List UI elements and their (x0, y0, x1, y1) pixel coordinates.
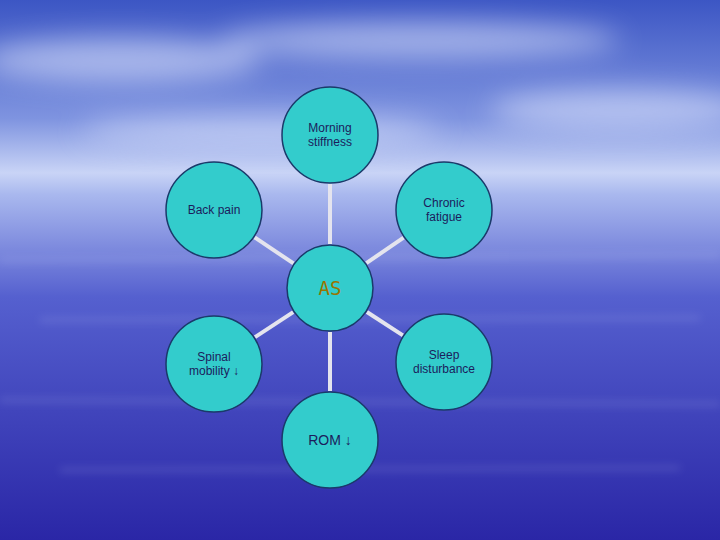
circle-node: Morning stiffness (281, 86, 379, 184)
circle-outline (396, 162, 492, 258)
node-text-group: Back pain (188, 203, 241, 217)
circle-outline (166, 162, 262, 258)
node-label: ROM ↓ (308, 432, 352, 449)
circle-outline (287, 245, 373, 331)
circle-node: AS (286, 244, 374, 332)
node-label: Back pain (188, 203, 241, 217)
node-text-group: Chronic fatigue (409, 196, 479, 224)
connector-line (328, 184, 332, 244)
connector-line (255, 312, 293, 337)
connector-line (255, 237, 294, 263)
circle-outline (282, 392, 378, 488)
connector-line (366, 238, 403, 263)
node-text-group: ROM ↓ (308, 432, 352, 449)
circle-node: Spinal mobility ↓ (165, 315, 263, 413)
circle-node: Chronic fatigue (395, 161, 493, 259)
connector-line (367, 312, 403, 335)
circle-outline (396, 314, 492, 410)
circle-node: ROM ↓ (281, 391, 379, 489)
node-text-group: Spinal mobility ↓ (179, 350, 249, 378)
node-label: Spinal mobility ↓ (179, 350, 249, 378)
node-label: Morning stiffness (295, 121, 365, 149)
node-label: Sleep disturbance (409, 348, 479, 376)
circle-node: Back pain (165, 161, 263, 259)
node-label: AS (319, 277, 342, 299)
node-label: Chronic fatigue (409, 196, 479, 224)
connector-line (328, 332, 332, 391)
circle-node: Sleep disturbance (395, 313, 493, 411)
node-text-group: AS (319, 277, 342, 299)
node-text-group: Morning stiffness (295, 121, 365, 149)
circle-outline (282, 87, 378, 183)
circle-outline (166, 316, 262, 412)
node-text-group: Sleep disturbance (409, 348, 479, 376)
